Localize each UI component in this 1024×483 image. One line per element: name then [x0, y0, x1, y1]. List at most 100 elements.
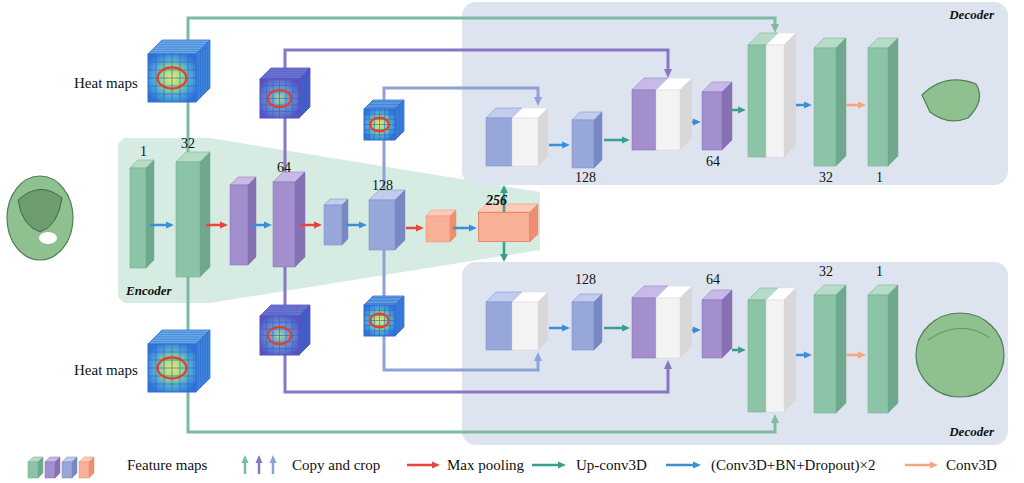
- heat-map-grid: [157, 334, 205, 335]
- channel-count: 64: [277, 160, 291, 176]
- arrowhead: [500, 254, 508, 262]
- feature-map: [426, 216, 450, 242]
- heat-map-grid: [279, 316, 280, 355]
- heat-map-grid: [207, 332, 208, 380]
- feature-map: [680, 78, 692, 150]
- feature-map: [680, 286, 692, 358]
- heat-map-ring: [370, 314, 389, 328]
- arrow: [666, 464, 693, 467]
- feature-map: [512, 292, 548, 302]
- heat-map-grid: [156, 344, 157, 392]
- feature-map: [656, 90, 680, 150]
- heat-map-ring: [158, 357, 187, 378]
- arrowhead: [858, 102, 866, 109]
- feature-map: [702, 290, 732, 300]
- feature-map: [656, 298, 680, 358]
- legend-text: Conv3D: [946, 456, 997, 474]
- heat-map: [364, 305, 395, 336]
- heat-map-grid: [264, 312, 303, 313]
- up-conv-arrow: [500, 185, 508, 212]
- heat-map-grid: [369, 305, 370, 336]
- heat-map: [364, 109, 395, 140]
- heat-map-ring: [158, 67, 187, 88]
- heat-map-grid: [398, 302, 399, 333]
- feature-map: [656, 78, 668, 150]
- heat-map-grid: [269, 306, 308, 307]
- implant: [922, 80, 980, 121]
- heat-map-grid: [260, 335, 299, 336]
- heat-map-grid: [260, 111, 299, 112]
- feature-map: [176, 162, 200, 277]
- feature-map: [530, 204, 538, 242]
- channel-count: 32: [819, 170, 833, 186]
- heat-map: [299, 68, 310, 118]
- arrow: [796, 354, 804, 357]
- heat-map-grid: [266, 79, 267, 118]
- heat-map-grid: [379, 109, 380, 140]
- arrow: [549, 144, 562, 147]
- heat-map: [260, 68, 310, 79]
- feature-map: [868, 285, 898, 295]
- heat-map-label: Heat maps: [74, 362, 138, 378]
- feature-map: [486, 302, 512, 350]
- legend-text: Copy and crop: [292, 456, 380, 474]
- feature-map: [836, 285, 846, 413]
- arrowhead: [693, 327, 701, 334]
- heat-map-grid: [260, 98, 299, 99]
- heat-map-grid: [389, 305, 390, 336]
- heat-map-grid: [148, 384, 196, 385]
- decoder-panel: Decoder: [462, 2, 1008, 185]
- feature-map: [538, 108, 548, 166]
- up-conv-line: [503, 193, 506, 212]
- copy-and-crop-line: [285, 50, 668, 172]
- heat-map-label: Heat maps: [74, 75, 138, 91]
- arrowhead: [534, 352, 542, 361]
- feature-map: [395, 190, 405, 250]
- heat-map-grid: [164, 344, 165, 392]
- feature-map: [702, 82, 732, 92]
- feature-map: [486, 292, 522, 302]
- heat-map-grid: [302, 75, 303, 114]
- heat-map-grid: [262, 77, 301, 78]
- heat-map-grid: [148, 368, 196, 369]
- heat-map-grid: [148, 360, 196, 361]
- heat-map-grid: [172, 54, 173, 102]
- feature-map: [512, 292, 522, 350]
- channel-count: 32: [819, 264, 833, 280]
- feature-map: [702, 300, 722, 358]
- heat-map-grid: [200, 49, 201, 97]
- heat-map: [299, 305, 310, 355]
- feature-map: [45, 462, 55, 478]
- arrowhead: [771, 414, 779, 423]
- feature-map: [594, 112, 602, 168]
- heat-map-grid: [364, 320, 395, 321]
- heat-map-grid: [364, 119, 395, 120]
- heat-map-grid: [155, 337, 203, 338]
- heat-map-grid: [374, 109, 375, 140]
- arrow: [692, 329, 693, 332]
- feature-map: [230, 185, 248, 265]
- arrow: [846, 104, 858, 107]
- arrow: [905, 464, 930, 467]
- heat-map-grid: [207, 42, 208, 90]
- section-title: Decoder: [935, 419, 1008, 445]
- feature-map: [656, 286, 692, 298]
- arrow: [407, 464, 432, 467]
- heat-map-grid: [364, 315, 395, 316]
- heat-map-grid: [369, 300, 400, 301]
- channel-count: 64: [706, 154, 720, 170]
- arrowhead: [693, 119, 701, 126]
- copy-and-crop-line: [285, 267, 668, 392]
- arrow: [206, 224, 220, 227]
- arrow: [732, 109, 738, 112]
- feature-map: [572, 120, 594, 168]
- heat-map-grid: [150, 341, 198, 342]
- arrowhead: [738, 107, 746, 114]
- arrowhead: [500, 185, 508, 193]
- section-title: Encoder: [118, 283, 172, 303]
- heat-map-grid: [379, 305, 380, 336]
- feature-map: [868, 38, 898, 48]
- heat-map-grid: [198, 52, 199, 100]
